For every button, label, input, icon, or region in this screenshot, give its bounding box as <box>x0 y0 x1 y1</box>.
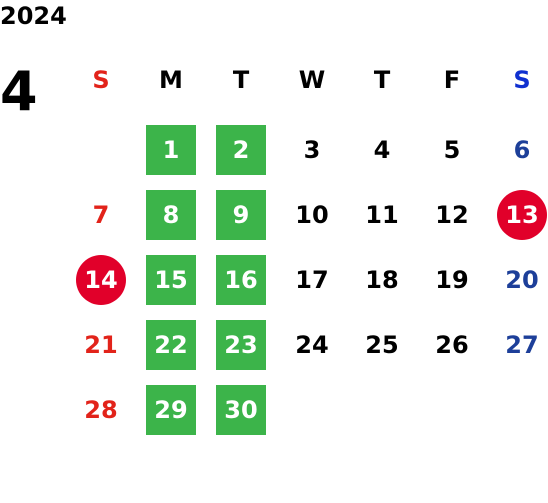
calendar-day-highlighted[interactable]: 9 <box>216 190 266 240</box>
weekday-header: T <box>232 66 250 94</box>
calendar-day[interactable]: 28 <box>84 396 118 424</box>
calendar-day[interactable]: 21 <box>84 331 118 359</box>
calendar-day-highlighted[interactable]: 30 <box>216 385 266 435</box>
calendar-day-holiday[interactable]: 14 <box>76 255 126 305</box>
calendar-day[interactable]: 20 <box>505 266 539 294</box>
calendar-day[interactable]: 3 <box>303 136 321 164</box>
calendar-day[interactable]: 18 <box>365 266 399 294</box>
calendar-day[interactable]: 6 <box>513 136 531 164</box>
calendar-day-highlighted[interactable]: 23 <box>216 320 266 370</box>
calendar-day[interactable]: 25 <box>365 331 399 359</box>
calendar-day[interactable]: 5 <box>443 136 461 164</box>
calendar-day[interactable]: 10 <box>295 201 329 229</box>
calendar-day[interactable]: 12 <box>435 201 469 229</box>
weekday-header: S <box>513 66 531 94</box>
calendar-day[interactable]: 24 <box>295 331 329 359</box>
calendar-day[interactable]: 19 <box>435 266 469 294</box>
weekday-header: S <box>92 66 110 94</box>
weekday-header: T <box>373 66 391 94</box>
calendar-day[interactable]: 11 <box>365 201 399 229</box>
calendar-day[interactable]: 4 <box>373 136 391 164</box>
calendar-day-highlighted[interactable]: 22 <box>146 320 196 370</box>
calendar-day-highlighted[interactable]: 1 <box>146 125 196 175</box>
calendar-day[interactable]: 27 <box>505 331 539 359</box>
weekday-header: M <box>159 66 183 94</box>
calendar-day-highlighted[interactable]: 29 <box>146 385 196 435</box>
calendar-day-holiday[interactable]: 13 <box>497 190 547 240</box>
calendar-day-highlighted[interactable]: 16 <box>216 255 266 305</box>
weekday-header: F <box>443 66 461 94</box>
calendar-day[interactable]: 26 <box>435 331 469 359</box>
calendar-day-highlighted[interactable]: 15 <box>146 255 196 305</box>
calendar-day[interactable]: 7 <box>92 201 110 229</box>
weekday-header: W <box>298 66 326 94</box>
month-number: 4 <box>0 60 38 123</box>
calendar-day[interactable]: 17 <box>295 266 329 294</box>
year-label: 2024 <box>0 2 67 30</box>
calendar-day-highlighted[interactable]: 2 <box>216 125 266 175</box>
calendar-day-highlighted[interactable]: 8 <box>146 190 196 240</box>
